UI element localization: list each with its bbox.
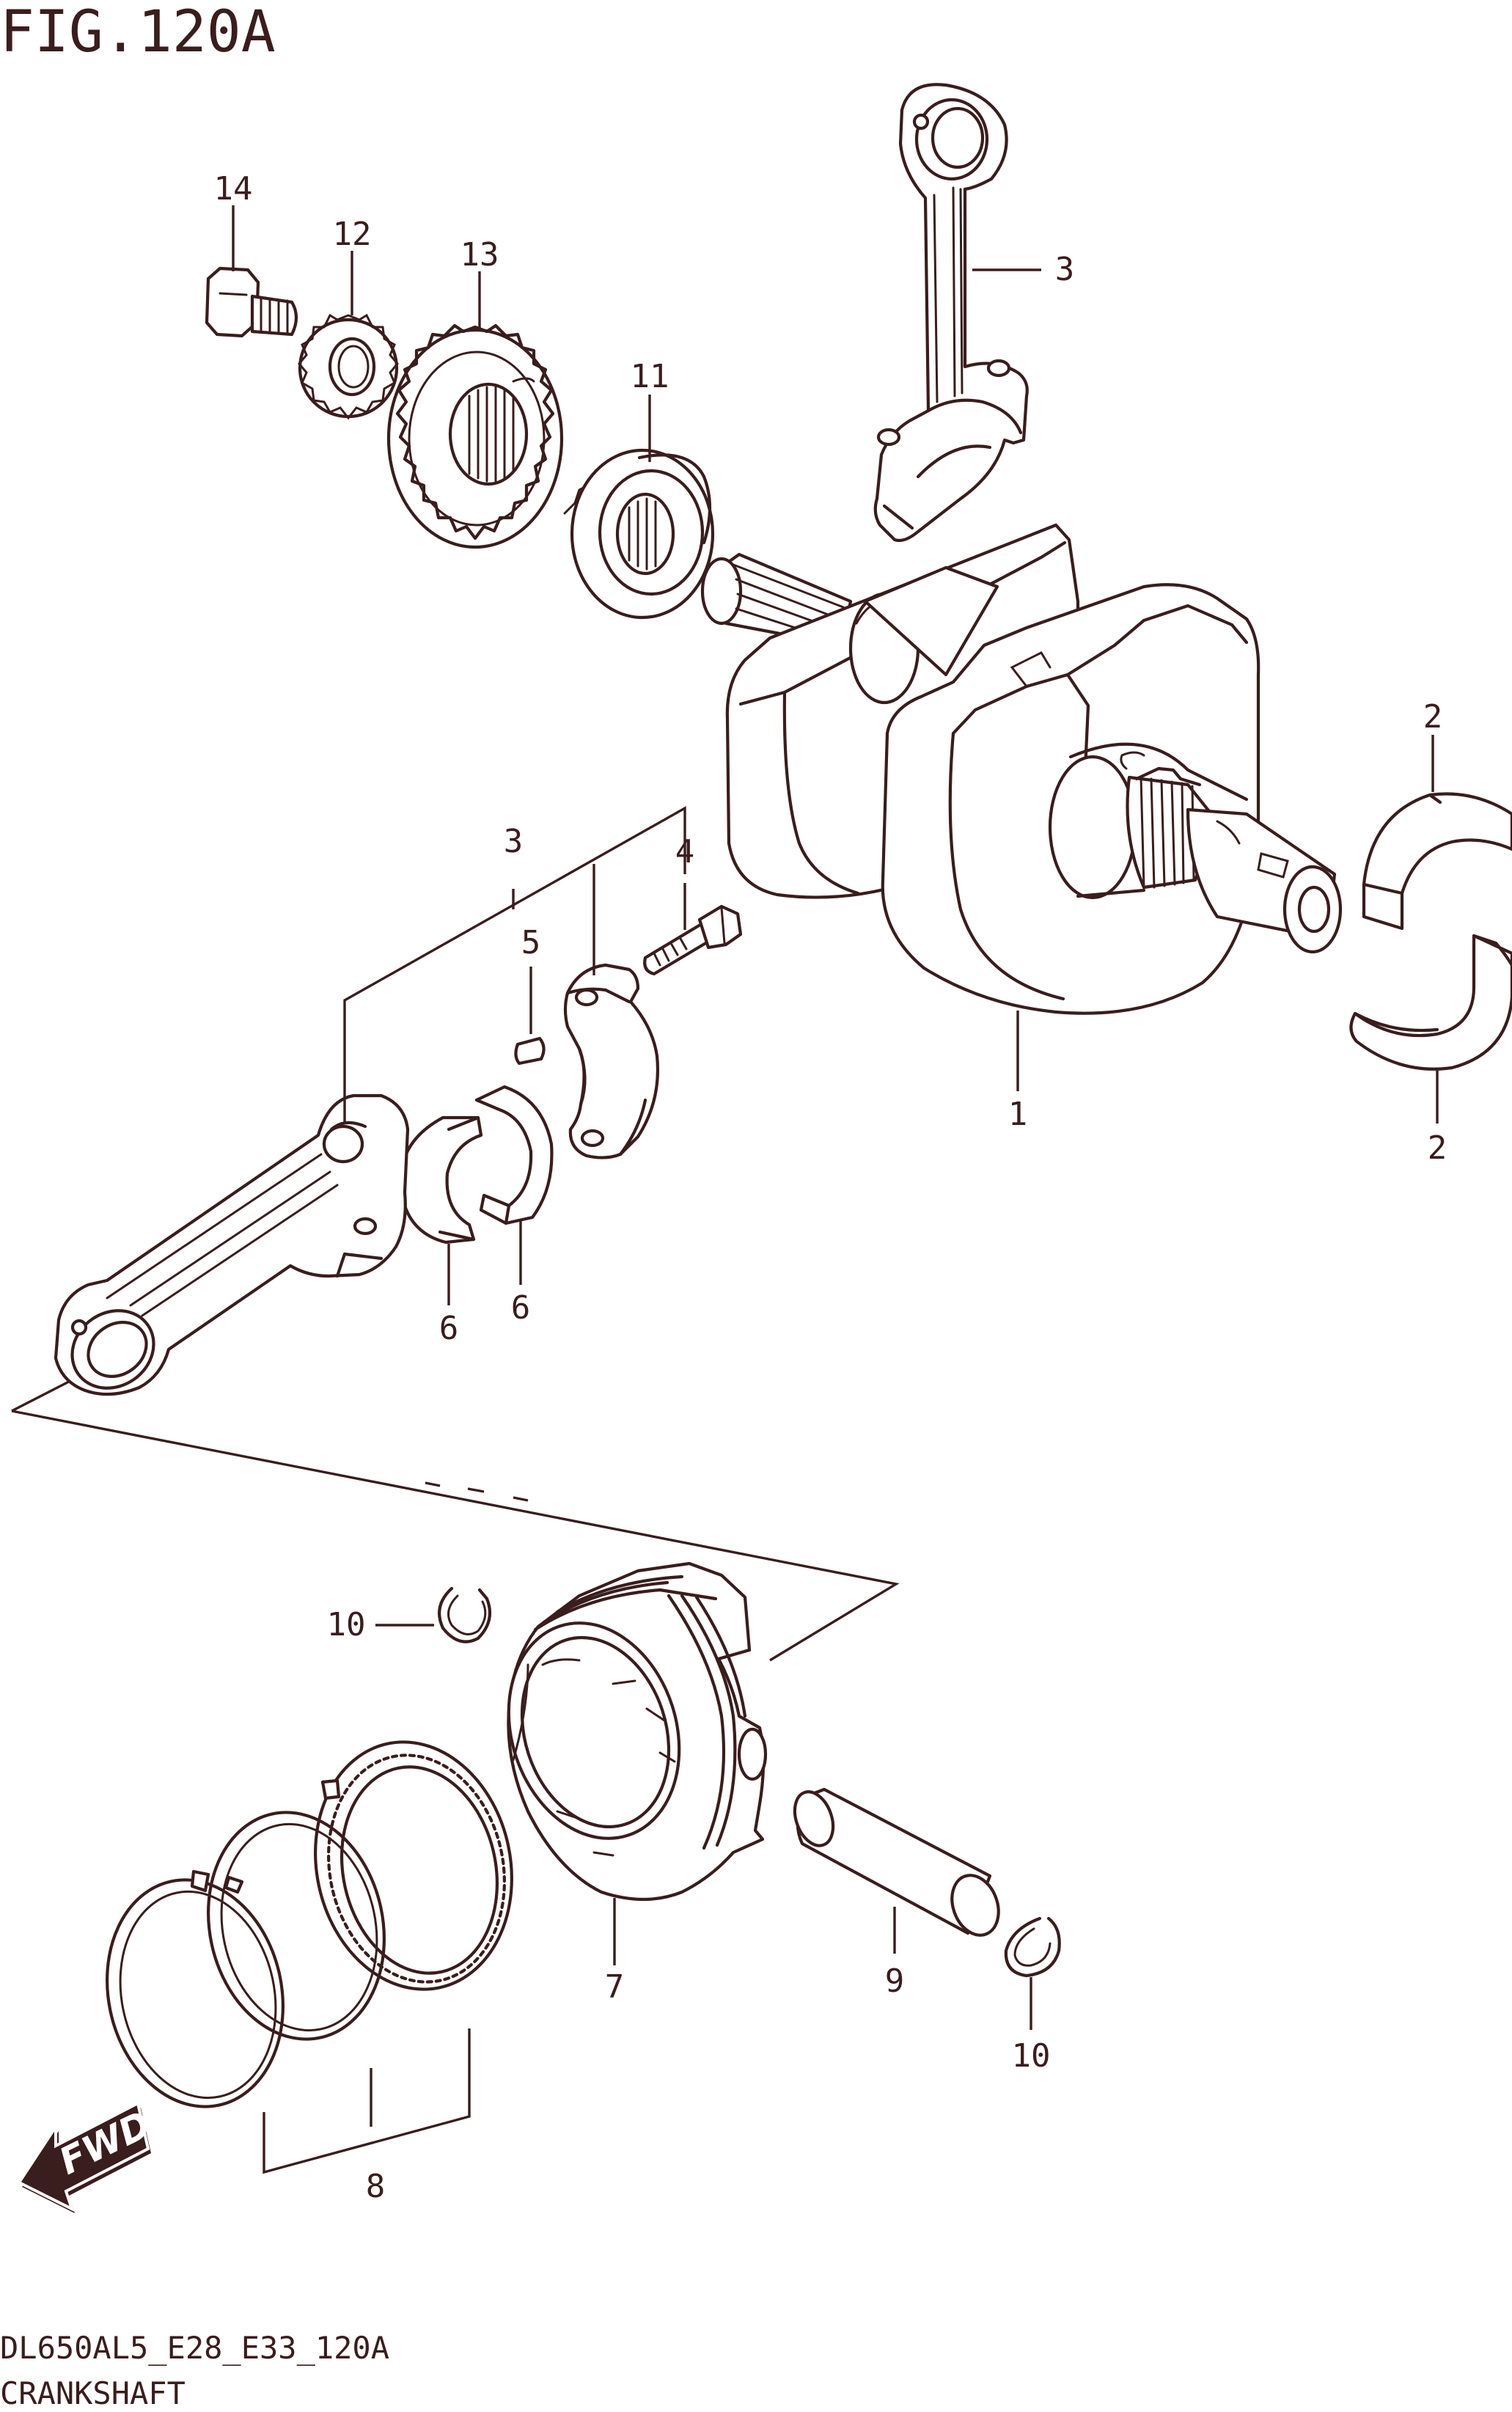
callouts: 14 12 13 11 3 2 2 1 3 4 5 6 6 10 7 9 10 … bbox=[214, 170, 1447, 2205]
callout-10-top: 10 bbox=[327, 1606, 366, 1643]
fwd-arrow-icon: FWD bbox=[17, 2101, 158, 2213]
part-3-connecting-rod-top bbox=[873, 83, 1029, 543]
callout-3-bracket: 3 bbox=[504, 823, 524, 860]
callout-6-left: 6 bbox=[439, 1310, 459, 1347]
part-8-piston-rings bbox=[106, 1740, 513, 2108]
callout-10-bottom: 10 bbox=[1012, 2037, 1051, 2075]
diagram-code: DL650AL5_E28_E33_120A bbox=[0, 2330, 389, 2366]
part-2-bearing-upper bbox=[1362, 792, 1512, 931]
figure-title: FIG.120A bbox=[0, 0, 276, 65]
callout-2-lower: 2 bbox=[1428, 1129, 1447, 1167]
part-2-bearing-lower bbox=[1349, 934, 1512, 1071]
part-9-piston-pin bbox=[793, 1787, 1000, 1937]
callout-8: 8 bbox=[366, 2168, 386, 2205]
callout-13: 13 bbox=[460, 236, 499, 274]
part-13-large-gear bbox=[386, 323, 564, 549]
part-3-rod-cap bbox=[563, 963, 660, 1159]
callout-9: 9 bbox=[885, 1962, 905, 2000]
part-10-circlip-top bbox=[438, 1586, 492, 1643]
part-3-connecting-rod-lower bbox=[54, 1093, 410, 1396]
part-10-circlip-bottom bbox=[1004, 1916, 1061, 1978]
callout-3-top: 3 bbox=[1055, 251, 1075, 288]
diagram-name: CRANKSHAFT bbox=[0, 2375, 186, 2411]
callout-4: 4 bbox=[675, 833, 695, 870]
callout-12: 12 bbox=[333, 216, 372, 253]
callout-5: 5 bbox=[521, 924, 541, 961]
callout-14: 14 bbox=[214, 170, 253, 208]
part-6-rod-bearing-left bbox=[398, 1115, 483, 1245]
callout-2-upper: 2 bbox=[1423, 698, 1443, 736]
callout-11: 11 bbox=[631, 358, 669, 395]
callout-7: 7 bbox=[605, 1968, 625, 2006]
part-7-piston bbox=[507, 1561, 768, 1902]
part-12-small-gear bbox=[298, 313, 399, 420]
callout-1: 1 bbox=[1008, 1096, 1028, 1133]
part-6-rod-bearing-right bbox=[474, 1085, 554, 1225]
part-11-washer-gear bbox=[563, 448, 715, 620]
part-1-crankshaft bbox=[700, 523, 1343, 1015]
group-brackets bbox=[11, 806, 900, 2174]
part-4-rod-bolt bbox=[643, 904, 743, 976]
callout-6-right: 6 bbox=[511, 1289, 531, 1327]
part-14-bolt bbox=[205, 266, 298, 338]
part-5-dowel-pin bbox=[514, 1036, 546, 1066]
